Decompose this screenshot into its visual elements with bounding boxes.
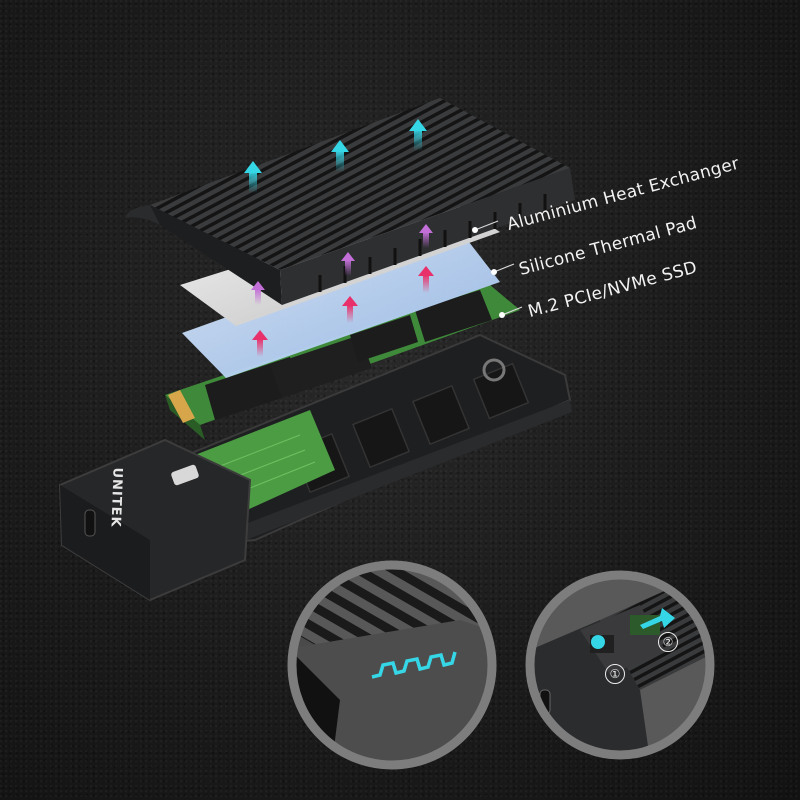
detail-circle-cap-release — [525, 570, 715, 760]
cap-button[interactable] — [170, 464, 199, 486]
enclosure-cap — [58, 438, 252, 602]
usb-c-port — [84, 509, 96, 537]
brand-logo: UNITEK — [107, 467, 125, 528]
m2-ssd — [165, 285, 520, 440]
airflow-arrows — [244, 119, 434, 357]
leader-lines — [474, 220, 523, 316]
step-2-badge: ② — [658, 632, 678, 652]
detail-circle-heatsink-fins — [287, 560, 497, 770]
step-1-badge: ① — [605, 664, 625, 684]
